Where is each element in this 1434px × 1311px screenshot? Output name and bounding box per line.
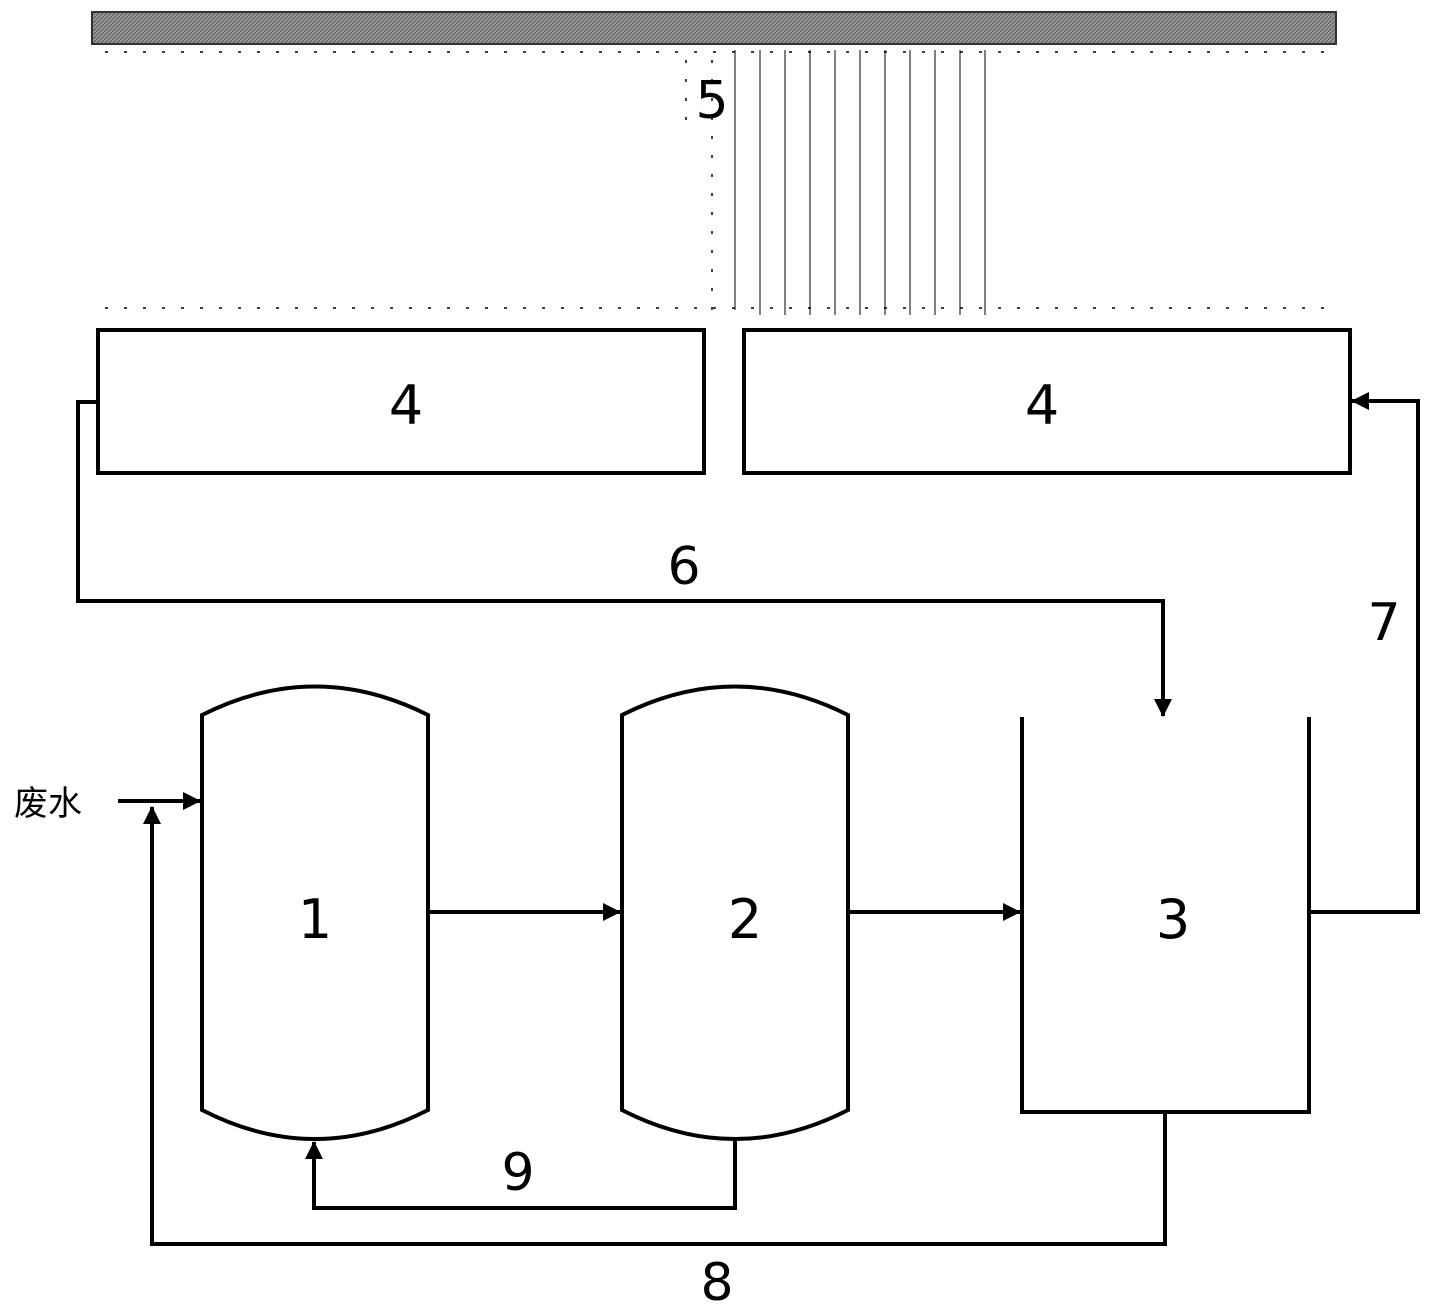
label-9: 9 (501, 1143, 534, 1203)
reactor-4-left (96, 328, 706, 475)
label-1: 1 (298, 888, 332, 951)
tank-1 (200, 684, 430, 1141)
reactor-4-right (742, 328, 1352, 475)
label-2: 2 (728, 888, 762, 951)
line-7 (1309, 392, 1420, 914)
label-8: 8 (700, 1253, 733, 1311)
light-source-bar (91, 11, 1337, 45)
label-7: 7 (1367, 593, 1400, 653)
line-9 (305, 1141, 737, 1210)
label-4-right: 4 (1025, 374, 1059, 437)
label-wastewater: 废水 (14, 784, 82, 824)
line-6 (76, 400, 1172, 717)
label-3: 3 (1156, 888, 1190, 951)
label-6: 6 (667, 537, 700, 597)
label-4-left: 4 (389, 374, 423, 437)
label-5: 5 (695, 71, 728, 131)
line-8 (143, 806, 1167, 1246)
light-rays (105, 50, 1330, 315)
tank-2 (620, 684, 850, 1141)
